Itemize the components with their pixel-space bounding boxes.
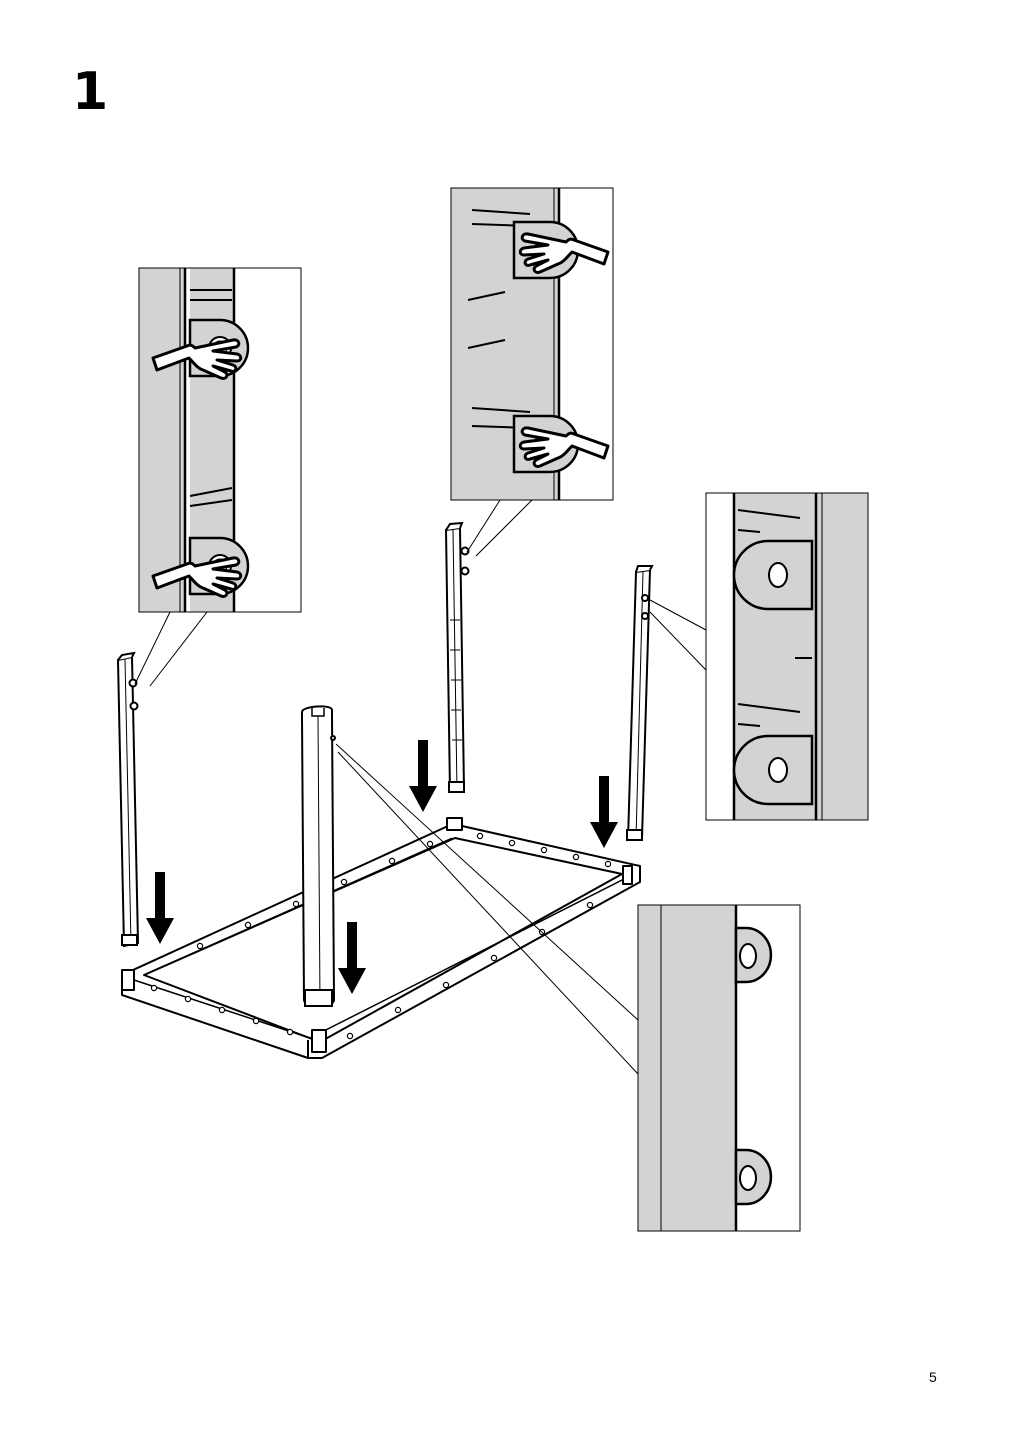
detail-lug-bottom <box>637 904 801 1232</box>
leg-back-left <box>444 521 470 794</box>
leg-front-left <box>116 651 140 948</box>
leader-lines <box>134 499 707 1075</box>
frame <box>121 817 641 1059</box>
down-arrow-icon <box>338 922 366 994</box>
step-number: 1 <box>72 62 109 122</box>
detail-lug-left <box>138 267 302 613</box>
detail-lug-top <box>450 187 614 501</box>
down-arrow-icon <box>409 740 437 812</box>
leg-front-right <box>300 705 336 1007</box>
page-number: 5 <box>929 1369 937 1385</box>
detail-lug-right <box>705 492 869 821</box>
leg-back-right <box>626 565 654 842</box>
down-arrow-icon <box>146 872 174 944</box>
down-arrow-icon <box>590 776 618 848</box>
